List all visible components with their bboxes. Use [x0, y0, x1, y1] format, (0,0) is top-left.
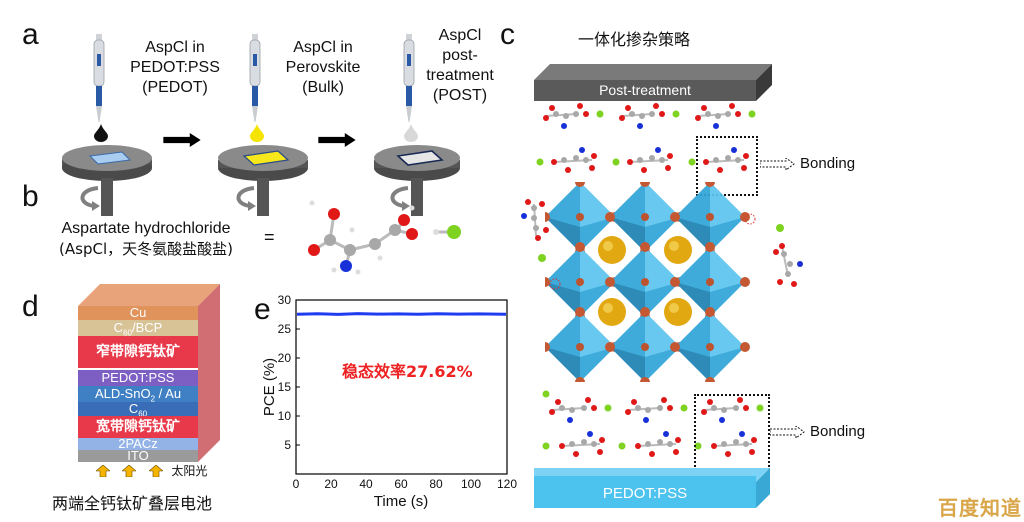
svg-text:40: 40: [359, 477, 373, 491]
panel-c-title: 一体化掺杂策略: [578, 30, 691, 49]
sun-arrow-icon: [121, 464, 138, 478]
droplet-icon: [250, 124, 264, 142]
layer-narrow-bandgap: 窄带隙钙钛矿: [78, 336, 198, 368]
pipette-icon: [403, 34, 415, 122]
svg-text:30: 30: [278, 294, 292, 307]
svg-text:5: 5: [284, 438, 291, 452]
step-1-line3: (PEDOT): [142, 79, 208, 96]
aspcl-name-cn: (AspCl，天冬氨酸盐酸盐): [59, 240, 233, 258]
svg-text:60: 60: [394, 477, 408, 491]
panel-d-letter: d: [22, 290, 39, 323]
pedot-pss-label: PEDOT:PSS: [602, 485, 688, 502]
step-2-label: AspCl in Perovskite (Bulk): [268, 38, 378, 98]
spin-coater-icon: [374, 145, 460, 216]
spin-coater-icon: [218, 145, 308, 216]
bonding-label-top: Bonding: [800, 155, 856, 172]
stack-depth-icon: [78, 284, 220, 462]
y-axis-label: PCE (%): [261, 358, 278, 416]
sun-arrow-icon: [95, 464, 111, 478]
aspcl-molecules-bottom-icon: [542, 390, 765, 457]
panel-e-letter: e: [254, 293, 271, 326]
step-3-label: AspCl post- treatment (POST): [418, 26, 502, 106]
step-1-line1: AspCl in: [145, 39, 205, 56]
step-3-line3: treatment: [426, 67, 494, 84]
dashed-arrow-icon: [760, 158, 795, 170]
watermark: 百度知道: [938, 496, 1022, 520]
svg-text:25: 25: [278, 322, 292, 336]
droplet-icon: [404, 124, 418, 142]
equals-sign: =: [264, 227, 275, 247]
arrow-right-icon: [318, 133, 356, 147]
tandem-cell-stack: Cu C60/BCP 窄带隙钙钛矿 PEDOT:PSS ALD-SnO2 / A…: [78, 284, 223, 462]
layer-cu: Cu: [78, 306, 198, 320]
pedot-pss-slab-icon: [534, 468, 770, 508]
layer-2pacz: 2PACz: [78, 437, 198, 450]
layer-ito: ITO: [78, 449, 198, 462]
svg-text:20: 20: [278, 351, 292, 365]
dashed-arrow-icon: [770, 426, 805, 438]
svg-text:15: 15: [278, 380, 292, 394]
layer-wide-bandgap: 宽带隙钙钛矿: [78, 416, 198, 438]
svg-text:100: 100: [461, 477, 481, 491]
post-treatment-label: Post-treatment: [599, 82, 691, 98]
svg-text:10: 10: [278, 409, 292, 423]
droplet-icon: [94, 124, 108, 142]
panel-a-letter: a: [22, 18, 39, 51]
layer-c60: C60: [78, 402, 198, 419]
spin-coat-stage-3: AspCl post- treatment (POST): [372, 27, 502, 216]
layer-ald-sno2-au: ALD-SnO2 / Au: [78, 386, 198, 404]
aspcl-molecule-icon: [308, 200, 461, 275]
step-3-line1: AspCl: [438, 27, 482, 44]
step-2-line2: Perovskite: [285, 59, 361, 76]
step-3-line4: (POST): [432, 87, 488, 104]
step-1-label: AspCl in PEDOT:PSS (PEDOT): [120, 38, 230, 98]
pipette-icon: [249, 34, 261, 122]
aspcl-molecules-top-icon: [536, 102, 757, 173]
tandem-cell-caption: 两端全钙钛矿叠层电池: [52, 494, 213, 513]
bonding-label-bottom: Bonding: [810, 423, 866, 440]
layer-pedot-pss: PEDOT:PSS: [78, 370, 198, 386]
post-treatment-slab-icon: [534, 64, 772, 101]
pipette-icon: [93, 34, 105, 122]
x-axis-label: Time (s): [374, 493, 428, 510]
svg-text:120: 120: [497, 477, 517, 491]
aspcl-molecule-right-icon: [773, 224, 803, 287]
spin-coat-stage-2: AspCl in Perovskite (Bulk): [216, 34, 360, 216]
spin-coat-stage-1: AspCl in PEDOT:PSS (PEDOT): [60, 34, 220, 216]
spin-coater-icon: [62, 145, 152, 216]
aspcl-name: Aspartate hydrochloride (AspCl，天冬氨酸盐酸盐): [36, 218, 256, 260]
arrow-right-icon: [163, 133, 201, 147]
step-2-line1: AspCl in: [293, 39, 353, 56]
aspcl-molecule-left-icon: [521, 199, 549, 262]
layer-c60-bcp: C60/BCP: [78, 320, 198, 338]
panel-c-letter: c: [500, 18, 515, 51]
svg-text:0: 0: [293, 477, 300, 491]
aspcl-name-en: Aspartate hydrochloride: [61, 220, 231, 237]
bonding-box-top: [696, 136, 758, 196]
pce-chart: 30 25 20 15 10 5 0 20 40 60 80 100 120 T…: [261, 294, 517, 510]
bonding-box-bottom: [694, 394, 770, 470]
panel-b-letter: b: [22, 180, 39, 213]
perovskite-lattice-icon: [545, 182, 756, 382]
efficiency-annotation: 稳态效率27.62%: [342, 362, 473, 381]
sunlight-row: 太阳光: [95, 462, 208, 479]
svg-text:20: 20: [324, 477, 338, 491]
step-2-line3: (Bulk): [302, 79, 344, 96]
step-1-line2: PEDOT:PSS: [130, 59, 220, 76]
sunlight-label: 太阳光: [171, 464, 208, 479]
step-3-line2: post-: [442, 47, 478, 64]
svg-text:80: 80: [429, 477, 443, 491]
sun-arrow-icon: [148, 464, 164, 478]
